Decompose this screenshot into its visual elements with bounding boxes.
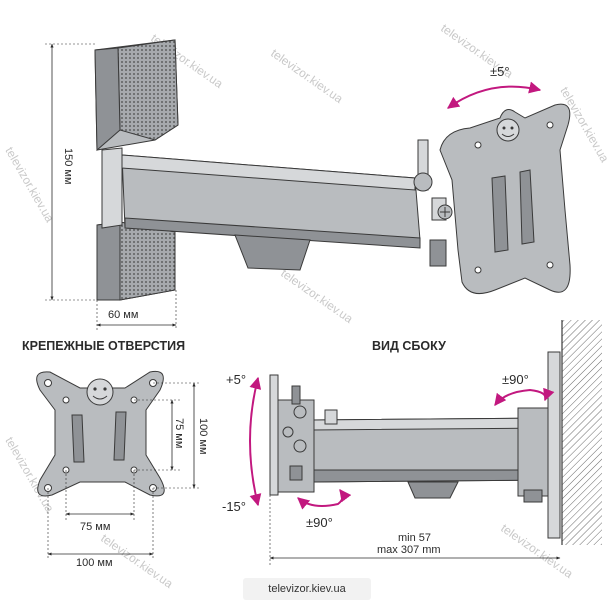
reach-dimension: min 57 max 307 mm (269, 495, 561, 565)
watermark-text: televizor.kiev.ua (268, 46, 346, 106)
top-view-bracket (94, 39, 453, 301)
swivel-top-arrow-icon (494, 387, 555, 406)
swivel-top-label: ±90° (502, 372, 529, 387)
hole-dimensions: 75 мм 100 мм 75 мм 100 мм (47, 382, 209, 569)
hole-75-vertical-label: 75 мм (173, 418, 185, 448)
side-view-bracket (269, 320, 602, 545)
swivel-bottom-arrow-icon (297, 489, 352, 510)
tilt-range-label: ±5° (490, 64, 510, 79)
reach-min-label: min 57 (398, 532, 431, 544)
tilt-arrow-icon (447, 81, 542, 109)
mounting-holes-title: КРЕПЕЖНЫЕ ОТВЕРСТИЯ (22, 339, 185, 353)
hole-100-horizontal-label: 100 мм (76, 557, 113, 569)
hole-75-horizontal-label: 75 мм (80, 521, 110, 533)
tilt-down-label: -15° (222, 499, 246, 514)
footer-text: televizor.kiev.ua (268, 583, 346, 595)
tilt-up-label: +5° (226, 372, 246, 387)
reach-max-label: max 307 mm (377, 544, 441, 556)
watermark-text: televizor.kiev.ua (278, 266, 356, 326)
depth-dimension: 60 мм (96, 290, 177, 330)
hole-100-vertical-label: 100 мм (197, 418, 209, 455)
height-dimension: 150 мм (45, 43, 100, 301)
depth-dimension-label: 60 мм (108, 309, 138, 321)
swivel-bottom-label: ±90° (306, 515, 333, 530)
height-dimension-label: 150 мм (62, 148, 74, 185)
side-view-title: ВИД СБОКУ (372, 339, 446, 353)
mounting-plate (36, 370, 165, 497)
side-tilt-arrow-icon (249, 376, 262, 507)
footer-badge: televizor.kiev.ua (243, 578, 371, 600)
top-view-vesa-plate (439, 103, 571, 295)
watermark-text: televizor.kiev.ua (2, 145, 57, 225)
watermark-layer: televizor.kiev.ua televizor.kiev.ua tele… (2, 21, 612, 591)
